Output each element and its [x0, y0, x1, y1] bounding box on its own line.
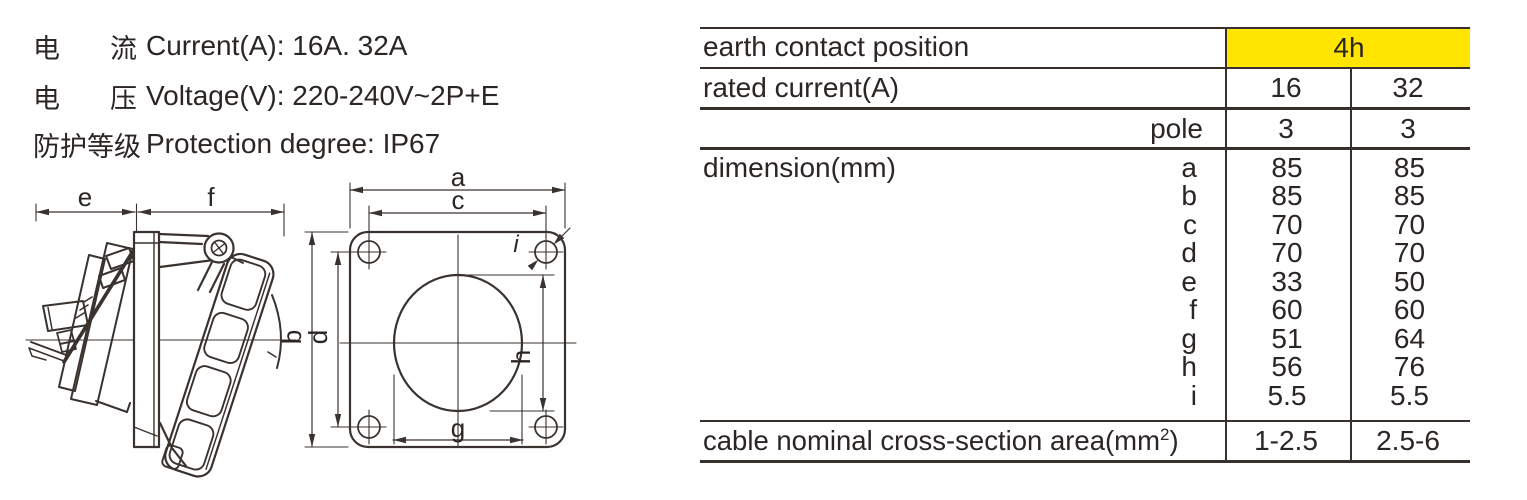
side-view-drawing: e f: [25, 182, 297, 478]
table-border: [700, 460, 1470, 463]
cable-16: 1-2.5: [1254, 425, 1318, 456]
dim-letter: d: [1181, 237, 1197, 269]
dim-label-d: d: [303, 330, 333, 344]
dim-value: 60: [1393, 294, 1426, 326]
dim-value: 85: [1271, 152, 1303, 183]
dim-value: 70: [1271, 208, 1303, 240]
dim-value: 85: [1271, 180, 1303, 212]
dim-label-h: h: [506, 350, 536, 364]
dimension-letters: a b c d e f g h i: [1050, 152, 1197, 411]
dim-value: 70: [1393, 208, 1426, 240]
earth-contact-highlight: [1225, 27, 1470, 68]
dim-value: 5.5: [1267, 379, 1307, 411]
earth-contact-value: 4h: [1333, 32, 1365, 63]
dim-value: 76: [1393, 351, 1426, 383]
dim-value: 70: [1271, 237, 1303, 269]
technical-drawings: e f: [25, 162, 577, 478]
dim-letter: h: [1181, 351, 1197, 383]
rated-current-label: rated current(A): [703, 72, 900, 103]
dim-value: 5.5: [1390, 379, 1429, 411]
dim-label-f: f: [207, 182, 215, 212]
pole-16: 3: [1278, 113, 1294, 144]
dim-value: 33: [1271, 265, 1303, 297]
dim-label-i: i: [513, 231, 519, 258]
dim-value: 85: [1393, 152, 1426, 183]
spec-voltage-cjk: 电压: [33, 83, 137, 114]
table-border: [1350, 67, 1352, 462]
dim-letter: a: [1181, 152, 1197, 183]
dim-letter: f: [1189, 294, 1197, 326]
dim-label-b: b: [277, 330, 307, 344]
spec-voltage-line: 电压 Voltage(V): 220-240V~2P+E: [33, 79, 500, 114]
dim-value: 51: [1271, 322, 1303, 354]
table-border: [700, 67, 1470, 69]
cable-label: cable nominal cross-section area(mm2): [703, 424, 1179, 456]
table-border: [1225, 27, 1227, 462]
cable-32: 2.5-6: [1376, 425, 1440, 456]
dim-value: 50: [1393, 265, 1426, 297]
dimension-values-16: 85 85 70 70 33 60 51 56 5.5: [1226, 152, 1348, 411]
front-view-drawing: a c b d h g: [277, 162, 577, 449]
dim-letter: b: [1181, 180, 1197, 212]
dim-value: 56: [1271, 351, 1303, 383]
dim-value: 85: [1393, 180, 1426, 212]
dim-value: 64: [1393, 322, 1426, 354]
spec-protection-line: 防护等级 Protection degree: IP67: [33, 127, 441, 162]
spec-protection-text: Protection degree: IP67: [146, 128, 441, 159]
spec-voltage-text: Voltage(V): 220-240V~2P+E: [146, 80, 500, 111]
dimension-label: dimension(mm): [703, 152, 896, 183]
side-view-back-body: [28, 242, 135, 413]
dim-label-a: a: [451, 162, 466, 192]
pole-32: 3: [1400, 113, 1416, 144]
table-border: [700, 147, 1470, 150]
dim-label-c: c: [452, 185, 465, 215]
dim-letter: g: [1181, 322, 1197, 354]
table-border: [700, 420, 1470, 422]
dim-value: 60: [1271, 294, 1303, 326]
dim-letter: i: [1190, 379, 1197, 411]
spec-protection-cjk: 防护等级: [33, 131, 141, 162]
table-border: [700, 107, 1470, 110]
rated-current-16: 16: [1270, 72, 1302, 103]
spec-current-line: 电流 Current(A): 16A. 32A: [33, 29, 408, 64]
table-border: [700, 27, 1470, 29]
spec-current-cjk: 电流: [33, 33, 137, 64]
dim-letter: c: [1183, 208, 1197, 240]
dim-letter: e: [1181, 265, 1197, 297]
dim-label-g: g: [451, 413, 465, 443]
rated-current-32: 32: [1392, 72, 1424, 103]
spec-current-text: Current(A): 16A. 32A: [146, 30, 408, 61]
side-view-front-body: [157, 232, 282, 478]
pole-label: pole: [1150, 113, 1203, 144]
earth-contact-label: earth contact position: [703, 31, 970, 62]
dim-value: 70: [1393, 237, 1426, 269]
dim-label-e: e: [78, 182, 92, 212]
dimension-values-32: 85 85 70 70 50 60 64 76 5.5: [1351, 152, 1468, 411]
